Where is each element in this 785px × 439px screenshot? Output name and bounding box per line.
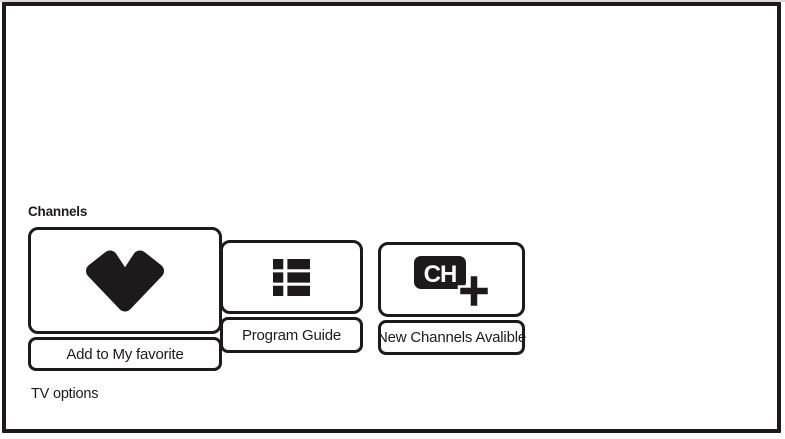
tv-options-item[interactable]: TV options	[31, 386, 99, 402]
screen-frame-border	[2, 2, 781, 433]
menu-item-add-to-my-favorite[interactable]: Add to My favorite	[28, 227, 222, 371]
favorite-icon-box	[28, 227, 222, 334]
heart-icon	[86, 250, 164, 311]
grid-icon	[273, 258, 310, 296]
new-channels-icon-box: CH	[378, 242, 525, 317]
menu-item-label: Program Guide	[220, 317, 363, 353]
program-guide-icon-box	[220, 240, 363, 314]
menu-item-label: New Channels Avalible	[377, 320, 526, 355]
ch-badge-text: CH	[423, 261, 456, 288]
ch-plus-icon: CH	[413, 255, 490, 308]
channels-section-heading: Channels	[28, 204, 88, 219]
menu-item-program-guide[interactable]: Program Guide	[220, 240, 363, 353]
page-edge-line	[0, 0, 785, 2]
menu-item-label: Add to My favorite	[28, 337, 222, 371]
menu-item-new-channels-available[interactable]: CH New Channels Avalible	[377, 242, 526, 355]
